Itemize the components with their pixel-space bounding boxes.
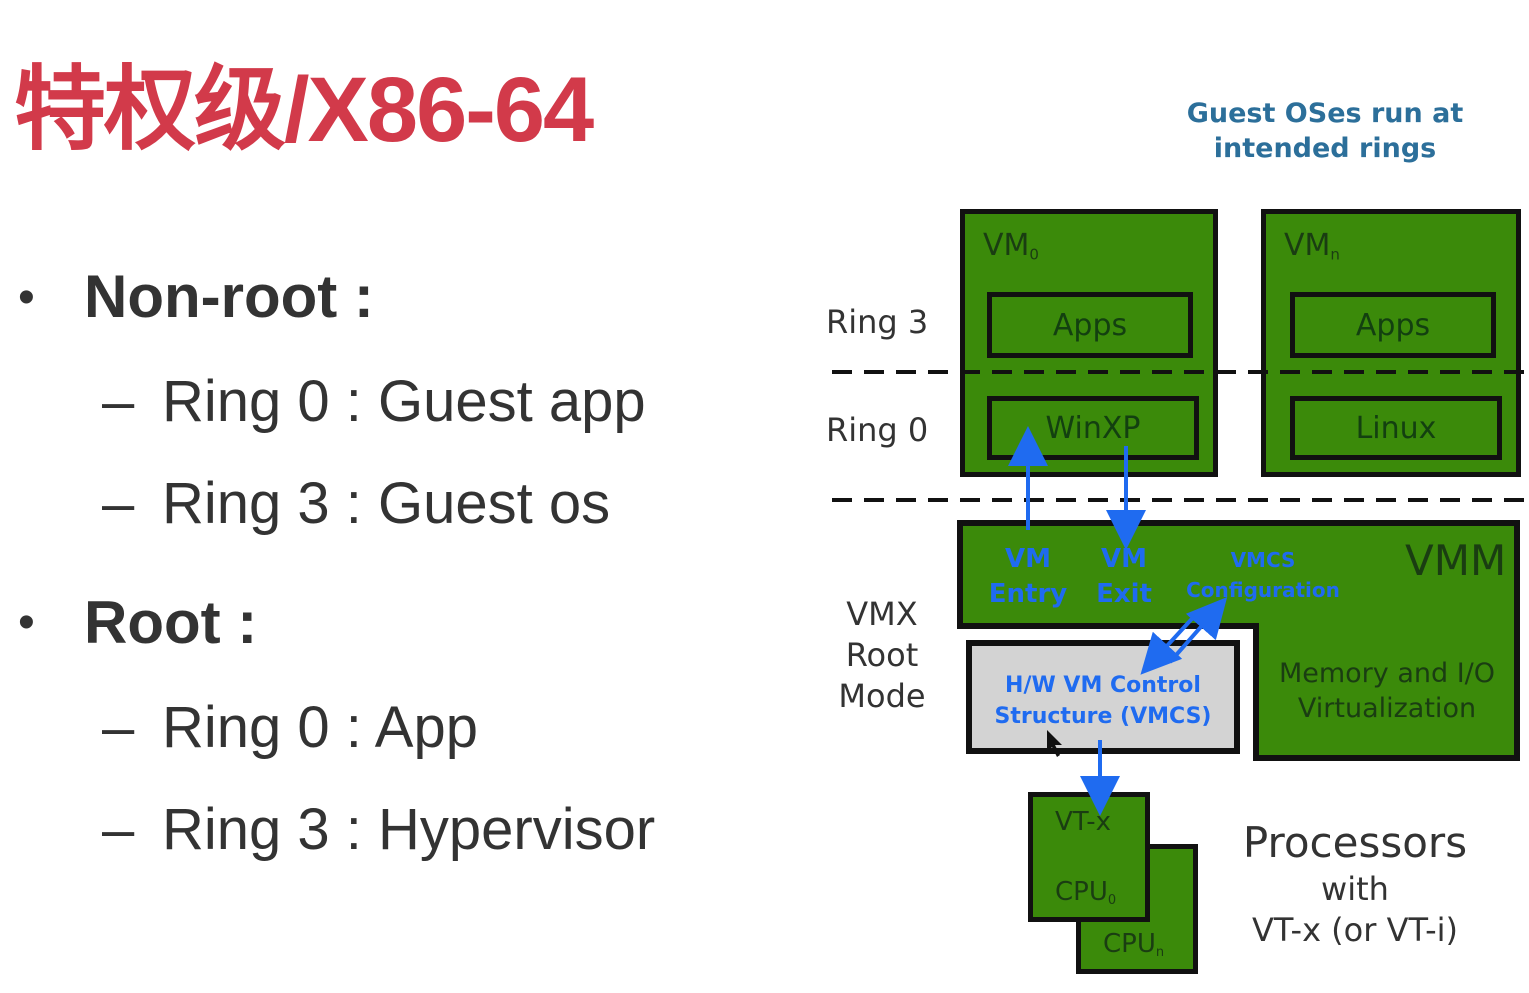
cpun-label: CPUn [1103, 929, 1164, 960]
cpu0-name: CPU [1055, 877, 1108, 907]
bullet-root: Root : [84, 589, 258, 656]
vmn-os-label: Linux [1355, 410, 1437, 446]
note-line-2: intended rings [1213, 133, 1437, 164]
processors-line: Processors [1242, 818, 1468, 867]
guest-os-note: Guest OSes run at intended rings [1170, 96, 1480, 166]
subitem-nonroot-ring3: Ring 3 : Guest os [162, 471, 611, 536]
vmx-root-mode-label: VMX Root Mode [832, 594, 932, 717]
vmcs-config-arrow-up [1168, 596, 1228, 664]
cpu0-label: CPU0 [1055, 877, 1116, 908]
cpun-name: CPU [1103, 929, 1156, 959]
memio-line: Virtualization [1297, 693, 1477, 724]
vm0-os-label: WinXP [1045, 410, 1141, 446]
subitem-root-ring3: Ring 3 : Hypervisor [162, 797, 656, 862]
vmcs-box-line: Structure (VMCS) [994, 704, 1212, 729]
vmn-name: VM [1284, 228, 1331, 263]
vmcs-box: H/W VM Control Structure (VMCS) [966, 640, 1240, 754]
vmm-title: VMM [1405, 536, 1507, 585]
vm0-box: VM0 Apps WinXP [960, 209, 1218, 477]
ring0-label: Ring 0 [826, 411, 929, 449]
mouse-cursor-icon [1047, 730, 1062, 757]
dash-marker: – [102, 695, 135, 760]
vm0-label: VM0 [983, 228, 1039, 264]
vmcs-box-label: H/W VM Control Structure (VMCS) [972, 670, 1234, 732]
bullet-marker: • [18, 596, 35, 649]
vmx-label-line: Root [845, 636, 919, 674]
note-line-1: Guest OSes run at [1186, 98, 1464, 129]
cpun-subscript: n [1155, 944, 1165, 960]
memio-line: Memory and I/O [1278, 658, 1496, 689]
vm0-name: VM [983, 228, 1030, 263]
vmn-box: VMn Apps Linux [1261, 209, 1521, 477]
cpu0-subscript: 0 [1107, 892, 1117, 908]
processors-line: with [1321, 870, 1389, 908]
vmn-label: VMn [1284, 228, 1340, 264]
vmm-shape [957, 520, 1520, 761]
memory-io-label: Memory and I/O Virtualization [1262, 656, 1512, 726]
vmn-subscript: n [1330, 245, 1340, 264]
vm0-apps-label: Apps [1052, 307, 1128, 343]
vmcs-config-label: VMCS Configuration [1170, 545, 1356, 605]
ring3-label: Ring 3 [826, 303, 929, 341]
processors-label: Processors with VT-x (or VT-i) [1230, 816, 1480, 952]
slide-title: 特权级/X86-64 [14, 59, 594, 161]
vm-entry-line: VM [1005, 544, 1051, 574]
bullet-non-root: Non-root : [84, 263, 374, 330]
vm-entry-line: Entry [988, 579, 1068, 609]
vmn-os-box: Linux [1290, 396, 1502, 460]
vmn-apps-label: Apps [1355, 307, 1431, 343]
vmm-outline [957, 520, 1520, 761]
vmx-label-line: Mode [838, 677, 926, 715]
processors-line: VT-x (or VT-i) [1252, 911, 1458, 949]
dash-marker: – [102, 471, 135, 536]
vm0-apps-box: Apps [987, 292, 1193, 358]
vmcs-config-line: VMCS [1230, 548, 1296, 572]
dash-marker: – [102, 369, 135, 434]
vmcs-box-line: H/W VM Control [1005, 673, 1201, 698]
vmn-apps-box: Apps [1290, 292, 1496, 358]
subitem-root-ring0: Ring 0 : App [162, 695, 478, 760]
vm-entry-label: VM Entry [978, 542, 1078, 612]
cpu0-box: VT-x CPU0 [1028, 792, 1150, 922]
vmx-label-line: VMX [846, 595, 918, 633]
vm-exit-line: Exit [1096, 579, 1152, 609]
dash-marker: – [102, 797, 135, 862]
vm0-subscript: 0 [1029, 245, 1039, 264]
bullet-marker: • [18, 271, 35, 324]
subitem-nonroot-ring0: Ring 0 : Guest app [162, 369, 646, 434]
